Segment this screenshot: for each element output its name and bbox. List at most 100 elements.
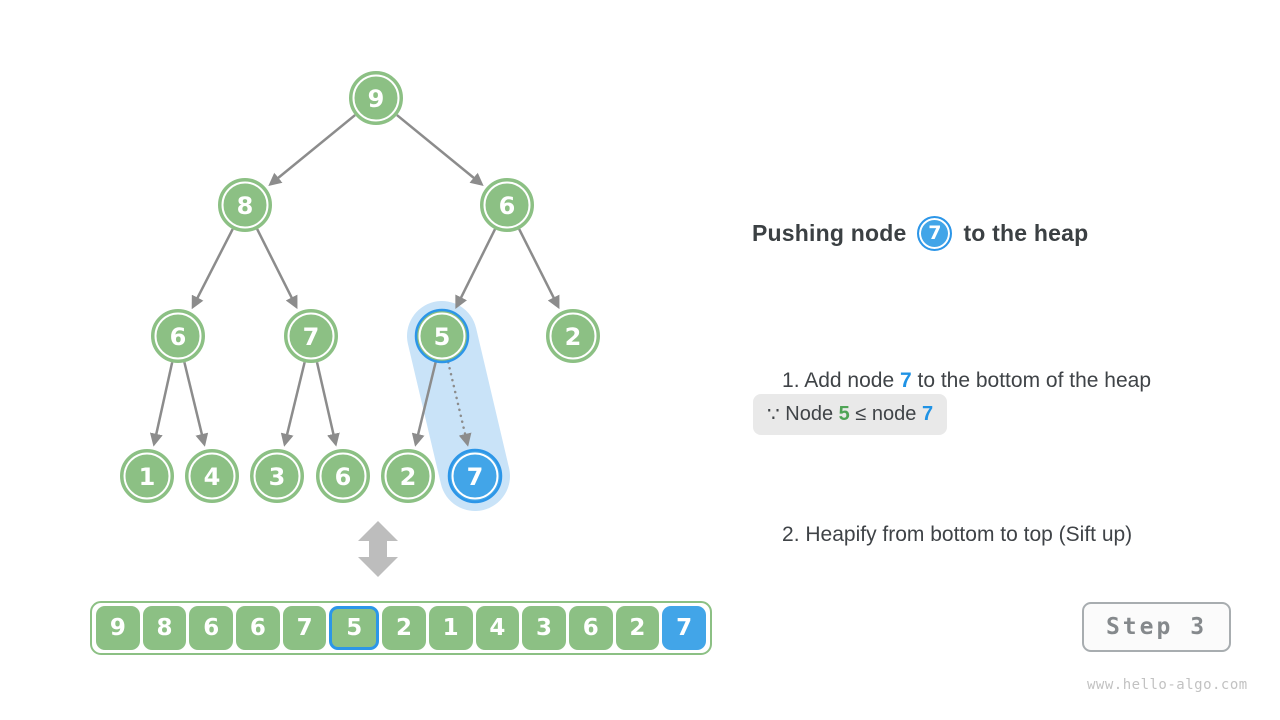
note-blue-value: 7 <box>921 403 934 425</box>
tree-node-inner-ring <box>221 181 269 229</box>
tree-node-circle <box>349 71 403 125</box>
heap-tree-svg: 9 8 6 6 7 5 2 1 4 3 6 2 7 <box>120 71 600 577</box>
tree-edge-arrow <box>411 361 437 447</box>
tree-node-inner-ring <box>451 452 499 500</box>
tree-node-label: 3 <box>269 463 286 491</box>
tree-array-swap-icon <box>358 521 398 577</box>
step-2-text-pre: Heapify from bottom to top (Sift up) <box>799 523 1133 546</box>
because-symbol: ∵ <box>767 404 780 426</box>
tree-node-label: 2 <box>565 323 582 351</box>
note-box: ∵ Node 5 ≤ node 7 <box>753 394 948 435</box>
tree-node-circle <box>120 449 174 503</box>
tree-edge-arrow <box>191 228 234 310</box>
tree-edge-arrow <box>518 228 560 310</box>
tree-node: 1 <box>120 449 174 503</box>
tree-node: 2 <box>381 449 435 503</box>
array-cell: 2 <box>615 606 660 650</box>
tree-edge-arrow <box>183 361 209 447</box>
tree-node-circle <box>151 309 205 363</box>
tree-node: 4 <box>185 449 239 503</box>
tree-node: 3 <box>250 449 304 503</box>
step-1-number: 1. <box>782 369 800 392</box>
tree-node: 7 <box>447 448 503 504</box>
tree-node-circle <box>185 449 239 503</box>
tree-node-label: 2 <box>400 463 417 491</box>
tree-node-circle <box>447 448 503 504</box>
array-cell: 2 <box>382 606 426 650</box>
tree-node-label: 9 <box>368 85 385 113</box>
tree-node-inner-ring <box>253 452 301 500</box>
title-pre: Pushing node <box>752 219 907 246</box>
tree-node: 7 <box>284 309 338 363</box>
tree-node: 6 <box>480 178 534 232</box>
tree-edge-arrow <box>149 362 174 447</box>
array-cell: 5 <box>329 606 380 650</box>
array-cell: 6 <box>568 606 613 650</box>
array-cell: 9 <box>96 606 140 650</box>
tree-node-label: 1 <box>139 463 156 491</box>
tree-node-label: 6 <box>335 463 352 491</box>
tree-node-circle <box>381 449 435 503</box>
array-cell: 7 <box>282 606 327 650</box>
tree-node-label: 8 <box>237 192 254 220</box>
step-1-node-value: 7 <box>899 369 912 392</box>
tree-node-inner-ring <box>549 312 597 360</box>
note-text-pre: Node <box>779 403 839 425</box>
tree-node-label: 6 <box>170 323 187 351</box>
watermark: www.hello-algo.com <box>1087 677 1248 693</box>
tree-edge-arrow <box>256 228 298 310</box>
note-green-value: 5 <box>838 403 850 425</box>
tree-node-label: 7 <box>467 463 484 491</box>
title-node-value: 7 <box>928 222 942 244</box>
tree-node-inner-ring <box>188 452 236 500</box>
title-node-circle: 7 <box>917 215 953 251</box>
array-cell: 6 <box>236 606 280 650</box>
array-cell: 3 <box>522 606 566 650</box>
tree-node-label: 6 <box>499 192 516 220</box>
array-cell: 4 <box>475 606 520 650</box>
tree-node-label: 7 <box>303 323 320 351</box>
step-badge: Step 3 <box>1082 602 1231 652</box>
tree-node-label: 4 <box>204 463 221 491</box>
tree-node-circle <box>414 308 470 364</box>
tree-node-circle <box>250 449 304 503</box>
tree-edge-arrow <box>455 228 497 310</box>
tree-node-circle <box>218 178 272 232</box>
tree-node-inner-ring <box>123 452 171 500</box>
step-item-2: 2. Heapify from bottom to top (Sift up) <box>747 494 1151 575</box>
step-1-text-pre: Add node <box>799 369 900 392</box>
tree-edge-arrow <box>396 114 484 186</box>
tree-node-label: 5 <box>434 323 451 351</box>
tree-node-inner-ring <box>352 74 400 122</box>
tree-node-circle <box>316 449 370 503</box>
tree-edge-arrow <box>280 361 306 447</box>
step-2-number: 2. <box>782 523 800 546</box>
tree-edge-arrow <box>268 114 356 186</box>
array-cell: 7 <box>662 606 706 650</box>
tree-node: 5 <box>414 308 470 364</box>
tree-node-circle <box>284 309 338 363</box>
tree-node: 8 <box>218 178 272 232</box>
array-cell: 6 <box>189 606 234 650</box>
tree-node-inner-ring <box>154 312 202 360</box>
panel-title: Pushing node 7 to the heap <box>752 210 1088 256</box>
tree-edge-arrow <box>315 362 340 447</box>
array-cell: 8 <box>142 606 187 650</box>
step-item-1: 1. Add node 7 to the bottom of the heap <box>747 340 1151 421</box>
tree-node-circle <box>546 309 600 363</box>
note-text-mid: ≤ node <box>849 403 922 425</box>
tree-node-inner-ring <box>319 452 367 500</box>
tree-node: 2 <box>546 309 600 363</box>
steps-list: 1. Add node 7 to the bottom of the heap … <box>747 292 1151 623</box>
tree-node-inner-ring <box>287 312 335 360</box>
array-cell: 1 <box>428 606 473 650</box>
tree-node-inner-ring <box>418 312 466 360</box>
tree-node-inner-ring <box>483 181 531 229</box>
tree-node-inner-ring <box>384 452 432 500</box>
tree-node: 6 <box>316 449 370 503</box>
tree-node-circle <box>480 178 534 232</box>
tree-node: 6 <box>151 309 205 363</box>
step-1-text-post: to the bottom of the heap <box>911 369 1151 392</box>
title-post: to the heap <box>963 219 1089 246</box>
